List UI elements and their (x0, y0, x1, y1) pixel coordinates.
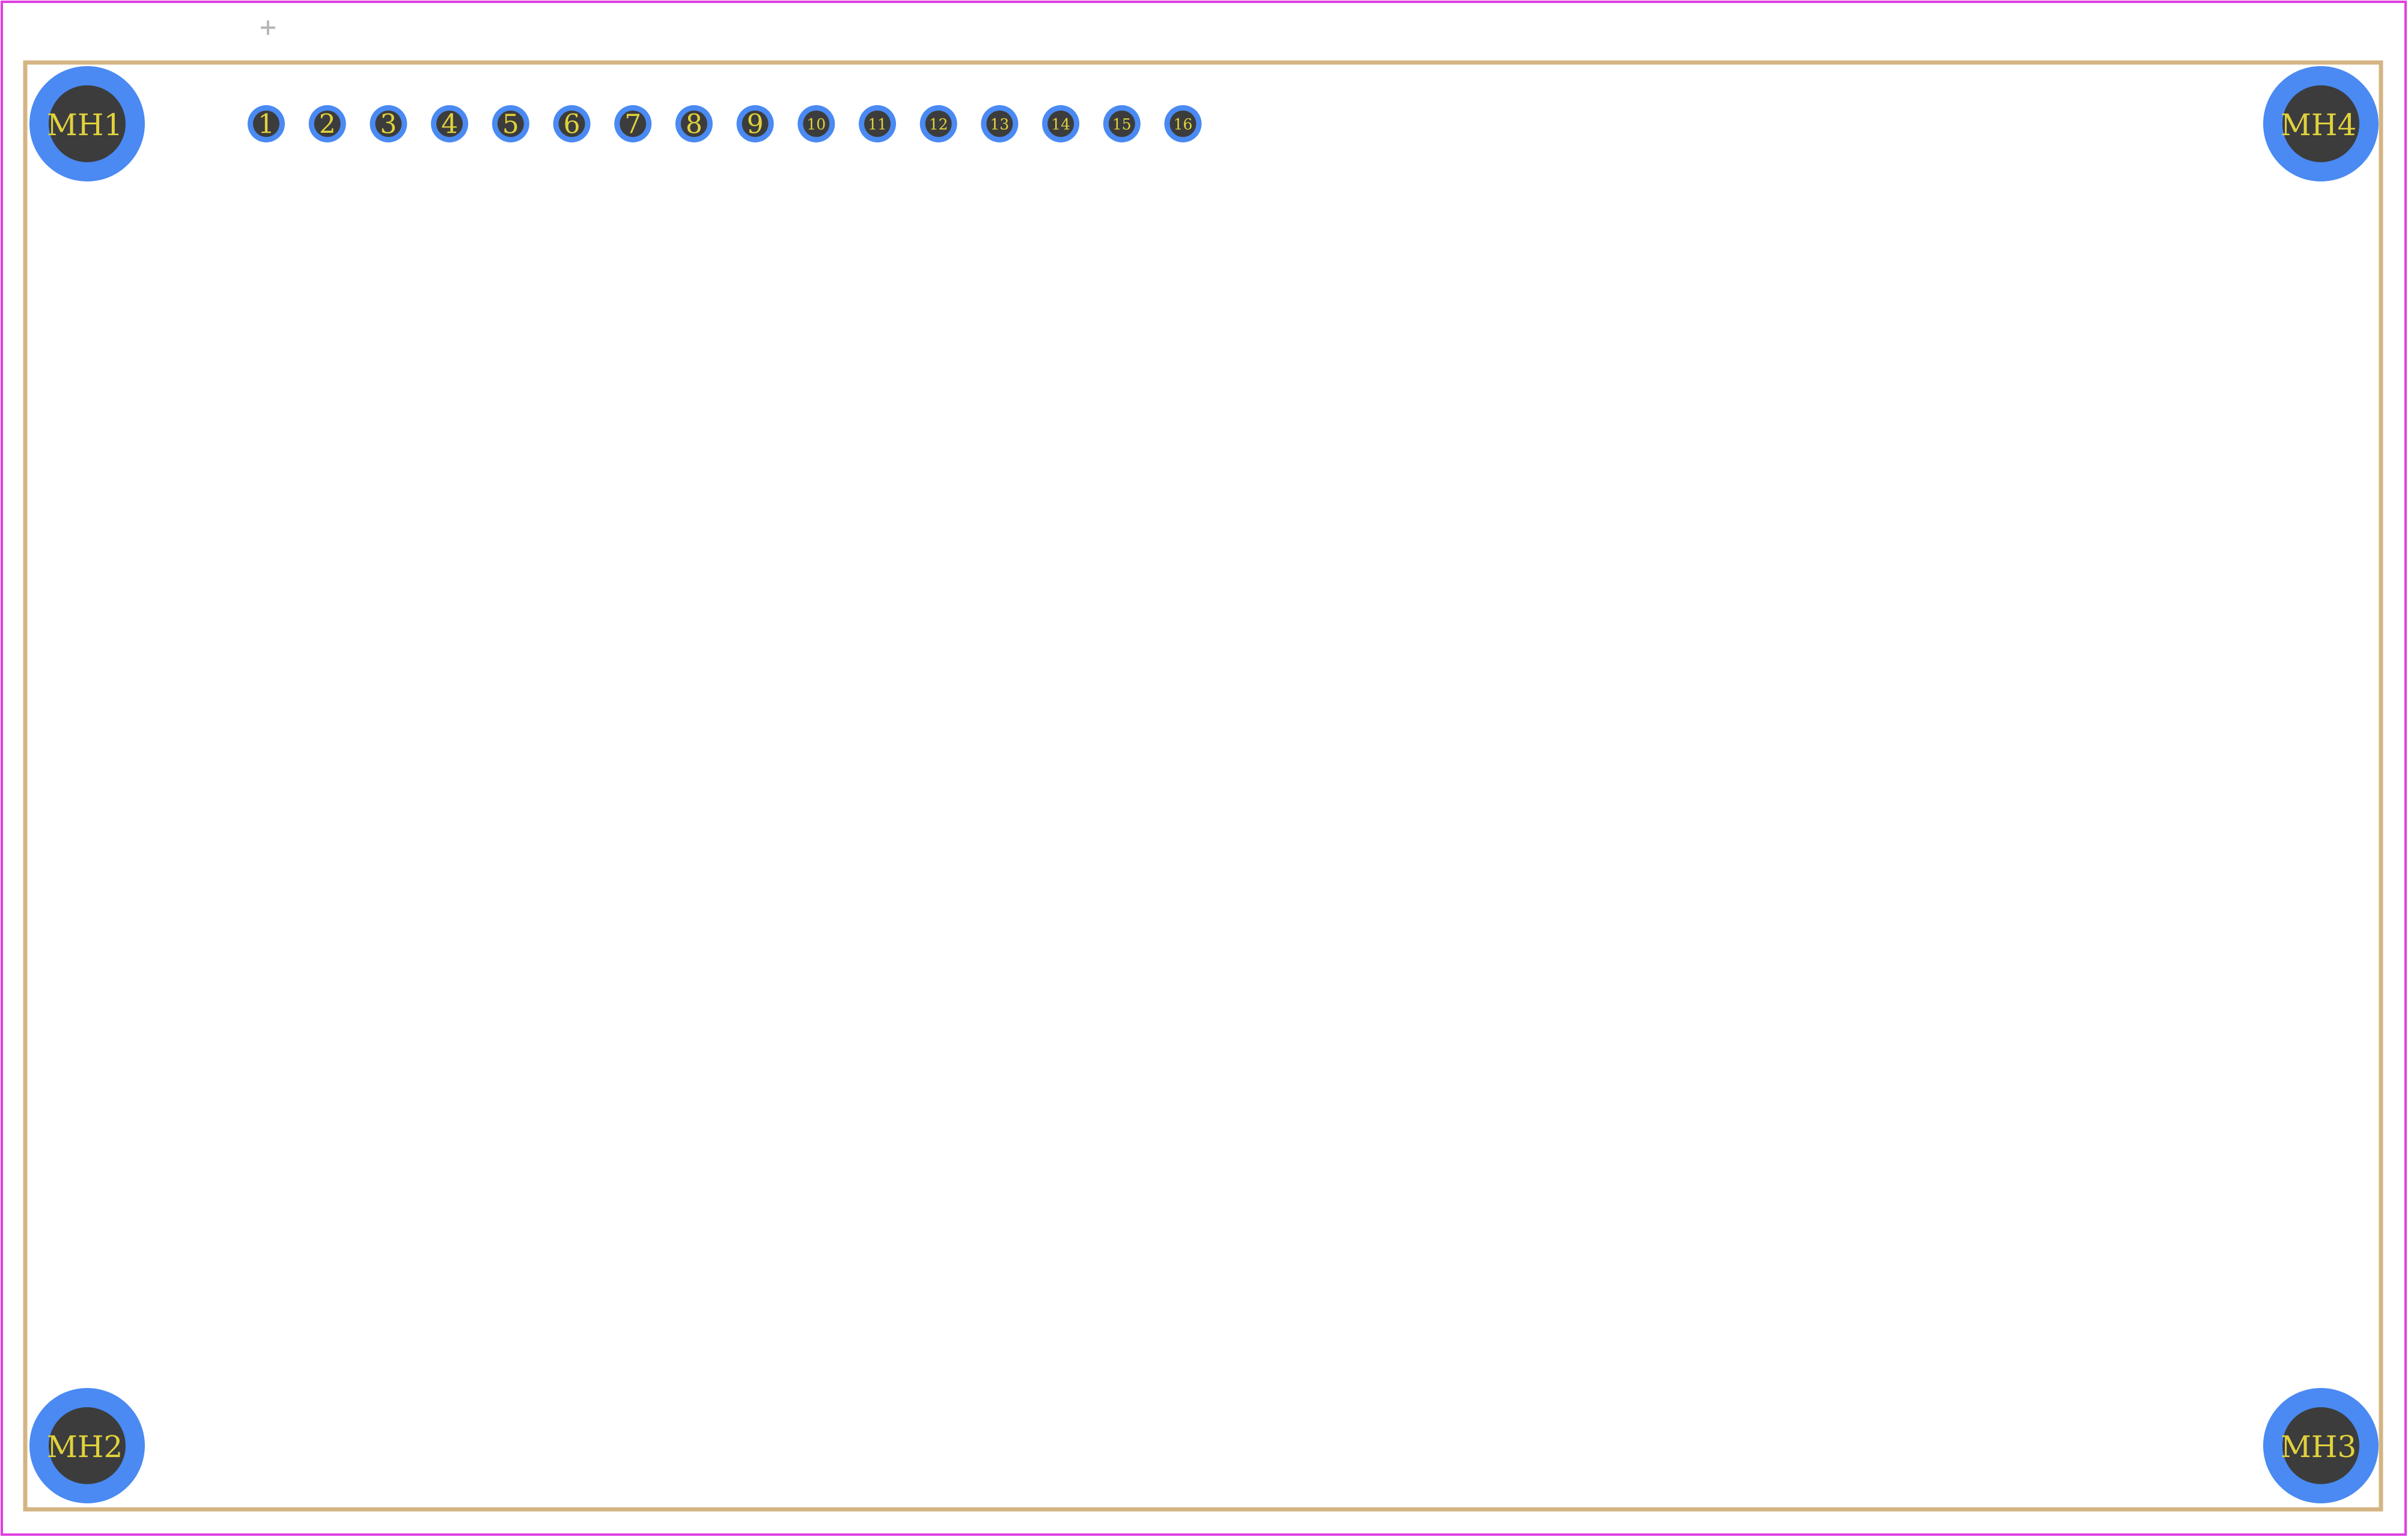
pad-hole (1047, 111, 1074, 137)
pad-label: 11 (868, 116, 887, 133)
mounting-hole-label: MH3 (2281, 1429, 2357, 1464)
pad-hole (558, 111, 585, 137)
pad-hole (375, 111, 402, 137)
pad-label: 13 (990, 116, 1009, 133)
pad-10[interactable]: 10 (797, 105, 835, 142)
pad-hole (253, 111, 279, 137)
mounting-hole-mh4[interactable]: MH4 (2263, 66, 2379, 181)
pad-2[interactable]: 2 (308, 105, 346, 142)
pad-label: 6 (564, 109, 581, 140)
origin-marker-icon (261, 20, 275, 35)
mounting-hole-drill (2282, 1407, 2359, 1484)
pad-hole (803, 111, 830, 137)
pad-label: 1 (258, 109, 275, 140)
pad-label: 3 (380, 109, 397, 140)
pad-label: 16 (1174, 116, 1193, 133)
pad-8[interactable]: 8 (675, 105, 713, 142)
pad-14[interactable]: 14 (1042, 105, 1080, 142)
pad-hole (986, 111, 1013, 137)
pad-1[interactable]: 1 (248, 105, 285, 142)
pad-label: 9 (747, 109, 764, 140)
pad-11[interactable]: 11 (859, 105, 896, 142)
mounting-hole-drill (2282, 85, 2359, 162)
pad-16[interactable]: 16 (1164, 105, 1202, 142)
mounting-hole-mh2[interactable]: MH2 (29, 1388, 145, 1503)
mounting-hole-drill (49, 1407, 126, 1484)
pad-hole (1169, 111, 1196, 137)
mounting-hole-mh3[interactable]: MH3 (2263, 1388, 2379, 1503)
pad-6[interactable]: 6 (553, 105, 591, 142)
pad-label: 4 (441, 109, 458, 140)
pad-label: 12 (929, 116, 948, 133)
pad-hole (925, 111, 952, 137)
pad-hole (436, 111, 463, 137)
pad-7[interactable]: 7 (614, 105, 652, 142)
pad-5[interactable]: 5 (492, 105, 529, 142)
pad-hole (314, 111, 341, 137)
pad-4[interactable]: 4 (431, 105, 469, 142)
silkscreen-outline (23, 60, 2383, 1512)
pad-hole (680, 111, 707, 137)
pad-hole (1108, 111, 1135, 137)
pad-13[interactable]: 13 (981, 105, 1019, 142)
pad-label: 5 (502, 109, 519, 140)
pad-hole (742, 111, 769, 137)
pad-label: 8 (686, 109, 703, 140)
mounting-hole-mh1[interactable]: MH1 (29, 66, 145, 181)
pad-hole (497, 111, 524, 137)
pad-12[interactable]: 12 (919, 105, 957, 142)
mounting-hole-label: MH4 (2281, 108, 2357, 142)
pad-hole (864, 111, 891, 137)
mounting-hole-drill (49, 85, 126, 162)
pad-hole (620, 111, 647, 137)
mounting-hole-label: MH1 (47, 108, 123, 142)
pad-label: 7 (624, 109, 641, 140)
pad-15[interactable]: 15 (1103, 105, 1141, 142)
pad-3[interactable]: 3 (370, 105, 407, 142)
pad-label: 15 (1112, 116, 1132, 133)
pad-label: 10 (806, 116, 826, 133)
pad-label: 2 (319, 109, 336, 140)
mounting-hole-label: MH2 (47, 1429, 123, 1464)
pad-label: 14 (1051, 116, 1070, 133)
pad-9[interactable]: 9 (736, 105, 774, 142)
